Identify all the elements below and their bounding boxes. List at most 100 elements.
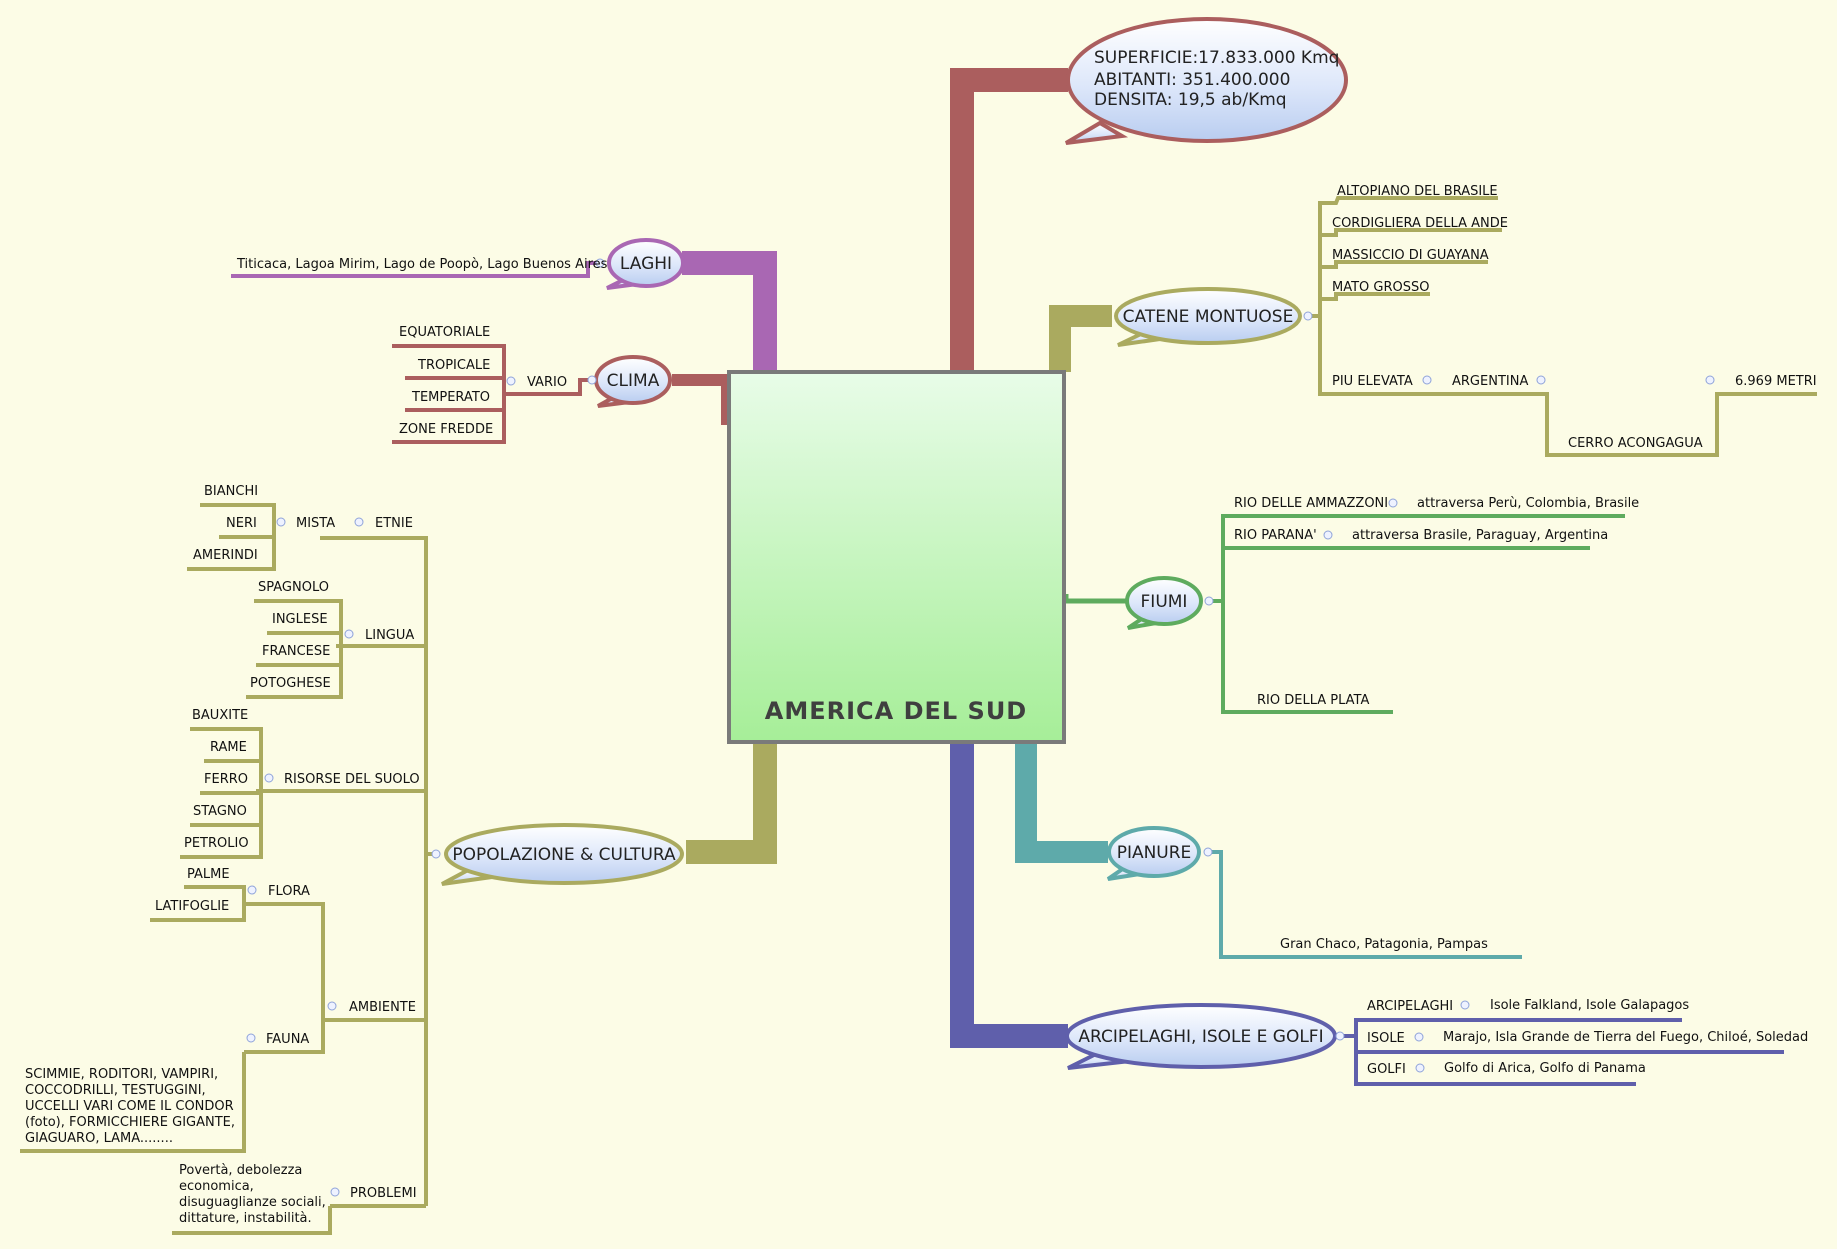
catene-branch	[1308, 196, 1817, 457]
lingua-item: INGLESE	[272, 612, 328, 627]
branch-stats	[950, 68, 1068, 372]
catene-label: CATENE MONTUOSE	[1123, 307, 1294, 327]
pianure-collapse-icon[interactable]	[1203, 847, 1213, 857]
clima-branch	[392, 344, 592, 444]
fiumi-bubble[interactable]: FIUMI	[1125, 576, 1203, 630]
mountain-country: ARGENTINA	[1452, 374, 1528, 389]
archipelago-row-collapse-icon[interactable]	[1415, 1063, 1425, 1073]
branch-arcipelaghi	[950, 743, 1068, 1048]
problemi-label: PROBLEMI	[350, 1186, 417, 1201]
risorse-item: PETROLIO	[184, 836, 249, 851]
mista-label: MISTA	[296, 516, 335, 531]
etnie-item: AMERINDI	[193, 548, 258, 563]
branch-catene	[1049, 305, 1112, 372]
arcipelaghi-collapse-icon[interactable]	[1335, 1031, 1345, 1041]
fiumi-branch	[1209, 514, 1625, 714]
fauna-text: SCIMMIE, RODITORI, VAMPIRI, COCCODRILLI,…	[25, 1067, 239, 1146]
flora-collapse-icon[interactable]	[247, 885, 257, 895]
etnie-collapse-icon[interactable]	[354, 517, 364, 527]
pianure-bubble[interactable]: PIANURE	[1106, 826, 1201, 881]
stats-population: ABITANTI: 351.400.000	[1094, 70, 1290, 90]
river-name: RIO DELLE AMMAZZONI	[1234, 496, 1388, 511]
mountain-name: CERRO ACONGAGUA	[1568, 436, 1703, 451]
mountain-item: MASSICCIO DI GUAYANA	[1332, 248, 1489, 263]
archipelago-row-collapse-icon[interactable]	[1414, 1032, 1424, 1042]
fiumi-collapse-icon[interactable]	[1204, 596, 1214, 606]
main-branches	[672, 68, 1130, 1048]
ambiente-label: AMBIENTE	[349, 1000, 416, 1015]
popolazione-branch	[20, 503, 436, 1235]
clima-type: TROPICALE	[417, 358, 490, 373]
clima-label: CLIMA	[607, 371, 660, 391]
mountain-item: CORDIGLIERA DELLA ANDE	[1332, 216, 1508, 231]
highest-collapse-icon[interactable]	[1422, 375, 1432, 385]
mountain-height: 6.969 METRI	[1735, 374, 1817, 389]
risorse-item: RAME	[210, 740, 247, 755]
clima-type: ZONE FREDDE	[399, 422, 493, 437]
laghi-items: Titicaca, Lagoa Mirim, Lago de Poopò, La…	[236, 257, 608, 272]
catene-collapse-icon[interactable]	[1303, 311, 1313, 321]
arcipelaghi-label: ARCIPELAGHI, ISOLE E GOLFI	[1078, 1027, 1323, 1047]
branch-clima	[672, 374, 733, 425]
parana-collapse-icon[interactable]	[1323, 530, 1333, 540]
etnie-item: NERI	[226, 516, 257, 531]
popolazione-collapse-icon[interactable]	[431, 849, 441, 859]
clima-bubble[interactable]: CLIMA	[594, 355, 672, 408]
lingua-item: POTOGHESE	[250, 676, 331, 691]
pianure-items: Gran Chaco, Patagonia, Pampas	[1280, 937, 1488, 952]
archipelago-row-detail: Isole Falkland, Isole Galapagos	[1490, 998, 1689, 1013]
river-detail: attraversa Perù, Colombia, Brasile	[1417, 496, 1639, 511]
branch-fiumi	[1063, 594, 1130, 604]
flora-item: PALME	[187, 867, 230, 882]
clima-type: TEMPERATO	[411, 390, 490, 405]
arcipelaghi-bubble[interactable]: ARCIPELAGHI, ISOLE E GOLFI	[1065, 1003, 1337, 1070]
risorse-item: FERRO	[204, 772, 248, 787]
amazzoni-collapse-icon[interactable]	[1388, 498, 1398, 508]
laghi-bubble[interactable]: LAGHI	[606, 238, 685, 290]
popolazione-bubble[interactable]: POPOLAZIONE & CULTURA	[441, 823, 684, 886]
metri-collapse-icon[interactable]	[1705, 375, 1715, 385]
etnie-label: ETNIE	[375, 516, 413, 531]
central-topic-title: AMERICA DEL SUD	[765, 697, 1027, 725]
laghi-branch	[231, 261, 600, 278]
risorse-label: RISORSE DEL SUOLO	[284, 772, 420, 787]
branch-popolazione	[686, 743, 777, 864]
archipelago-row-detail: Golfo di Arica, Golfo di Panama	[1444, 1061, 1646, 1076]
risorse-item: BAUXITE	[192, 708, 248, 723]
vario-collapse-icon[interactable]	[506, 376, 516, 386]
archipelago-row-name: GOLFI	[1367, 1062, 1406, 1077]
clima-type: EQUATORIALE	[399, 325, 490, 340]
archipelago-row-detail: Marajo, Isla Grande de Tierra del Fuego,…	[1443, 1030, 1808, 1045]
risorse-collapse-icon[interactable]	[264, 773, 274, 783]
popolazione-label: POPOLAZIONE & CULTURA	[452, 845, 676, 865]
river-name: RIO PARANA'	[1234, 528, 1317, 543]
central-topic[interactable]: AMERICA DEL SUD	[727, 370, 1066, 744]
archipelago-row-collapse-icon[interactable]	[1460, 1000, 1470, 1010]
arcipelaghi-branch	[1340, 1018, 1784, 1086]
fauna-label: FAUNA	[266, 1032, 309, 1047]
fauna-collapse-icon[interactable]	[246, 1033, 256, 1043]
pianure-branch	[1208, 850, 1522, 959]
etnie-item: BIANCHI	[204, 484, 258, 499]
mountain-highest-label: PIU ELEVATA	[1332, 374, 1413, 389]
lingua-item: FRANCESE	[262, 644, 330, 659]
problemi-collapse-icon[interactable]	[330, 1187, 340, 1197]
country-collapse-icon[interactable]	[1536, 375, 1546, 385]
laghi-collapse-icon[interactable]	[595, 258, 605, 268]
stats-surface: SUPERFICIE:17.833.000 Kmq	[1094, 48, 1339, 68]
problemi-text: Povertà, debolezza economica, disuguagli…	[179, 1163, 330, 1226]
pianure-label: PIANURE	[1117, 843, 1192, 863]
clima-vario: VARIO	[527, 375, 567, 390]
lingua-collapse-icon[interactable]	[344, 629, 354, 639]
catene-bubble[interactable]: CATENE MONTUOSE	[1114, 287, 1302, 347]
branch-pianure	[1015, 743, 1108, 863]
stats-bubble[interactable]: SUPERFICIE:17.833.000 Kmq ABITANTI: 351.…	[1064, 17, 1348, 145]
clima-collapse-icon[interactable]	[587, 375, 597, 385]
mista-collapse-icon[interactable]	[276, 517, 286, 527]
lingua-item: SPAGNOLO	[258, 580, 329, 595]
mountain-item: MATO GROSSO	[1332, 280, 1429, 295]
ambiente-collapse-icon[interactable]	[327, 1001, 337, 1011]
fiumi-label: FIUMI	[1141, 592, 1188, 612]
laghi-label: LAGHI	[620, 254, 672, 274]
